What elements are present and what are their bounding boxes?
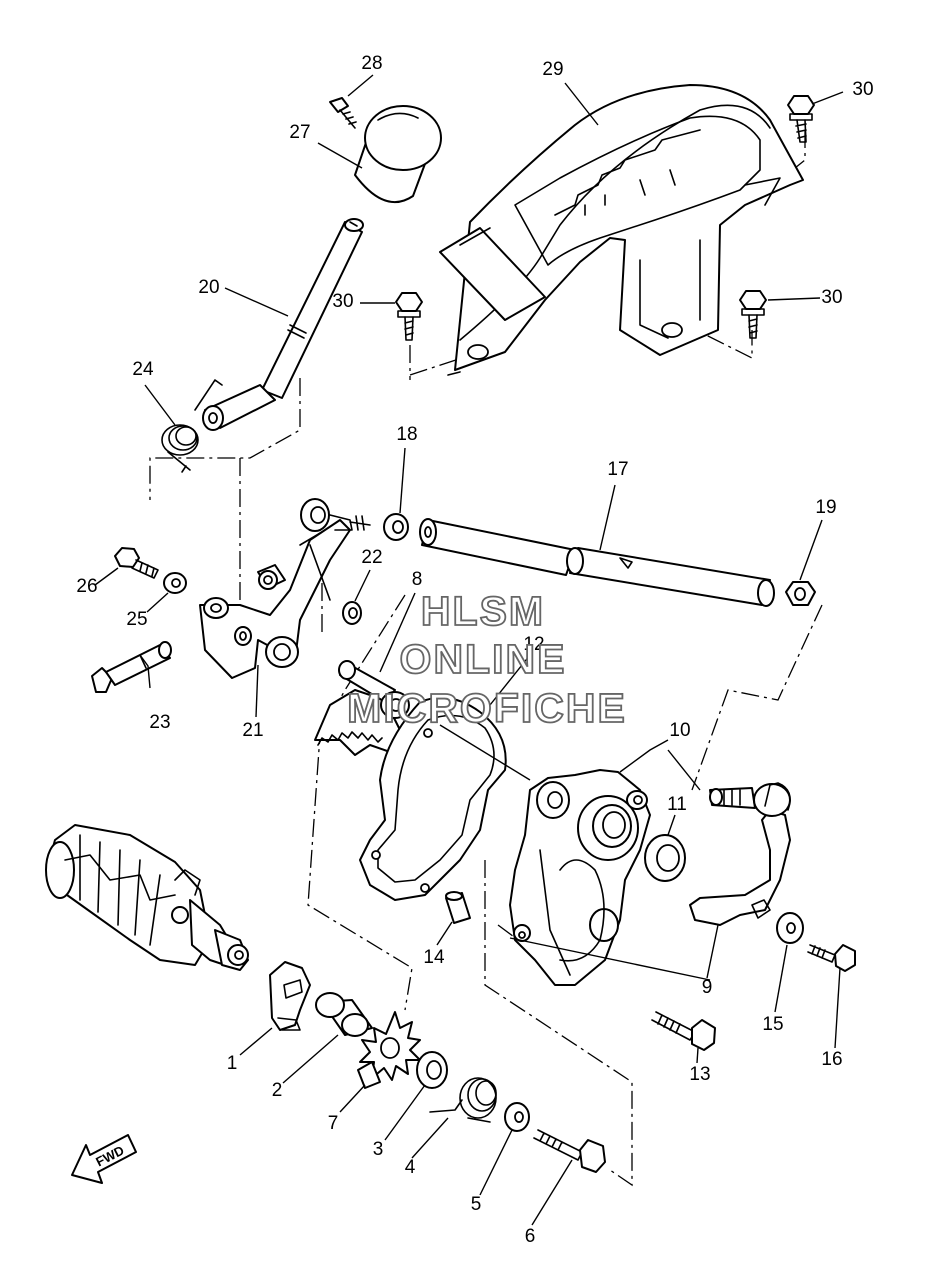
callout-9[interactable]: 9 [702,977,713,998]
part-9-lever-arm[interactable] [689,782,791,926]
part-16-bolt[interactable] [807,944,856,972]
part-30-bolt-left[interactable] [395,292,423,341]
part-12-gasket[interactable] [359,696,507,901]
callout-28[interactable]: 28 [361,53,382,74]
callout-3[interactable]: 3 [373,1139,384,1160]
part-19-nut[interactable] [785,581,816,606]
callout-16[interactable]: 16 [821,1049,842,1070]
callout-17[interactable]: 17 [607,459,628,480]
callout-8[interactable]: 8 [412,569,423,590]
callout-26[interactable]: 26 [76,576,97,597]
part-1-plate[interactable] [269,961,311,1031]
watermark: HLSM ONLINE MICROFICHE [346,587,627,732]
watermark-line-2: ONLINE [400,636,567,682]
callout-18[interactable]: 18 [396,424,417,445]
callout-30-left[interactable]: 30 [332,291,353,312]
part-23-bolt[interactable] [91,641,172,693]
part-17-shaft[interactable] [419,518,775,607]
leader-lines [94,74,844,1226]
callout-30-right[interactable]: 30 [821,287,842,308]
part-24-spring[interactable] [161,379,223,473]
callout-12[interactable]: 12 [523,634,544,655]
part-10-housing[interactable] [509,769,651,986]
part-21-shift-lever[interactable] [199,498,371,679]
callout-20[interactable]: 20 [198,277,219,298]
part-29-shift-cover[interactable] [439,84,804,376]
part-15-washer[interactable] [776,912,804,944]
part-7-star-wheel[interactable] [357,1011,421,1089]
callout-23[interactable]: 23 [149,712,170,733]
forward-arrow-icon: FWD [71,1134,137,1184]
part-18-collar[interactable] [383,513,409,541]
callout-10[interactable]: 10 [669,720,690,741]
callout-29[interactable]: 29 [542,59,563,80]
watermark-line-1: HLSM [421,588,545,634]
callout-7[interactable]: 7 [328,1113,339,1134]
callout-4[interactable]: 4 [405,1157,416,1178]
part-26-bolt[interactable] [114,547,159,579]
shift-drum [45,824,249,971]
part-22-washer[interactable] [342,601,362,625]
part-2-collar[interactable] [315,992,373,1037]
callout-30-top[interactable]: 30 [852,79,873,100]
callout-19[interactable]: 19 [815,497,836,518]
callout-2[interactable]: 2 [272,1080,283,1101]
watermark-line-3: MICROFICHE [347,685,627,731]
part-5-washer[interactable] [504,1102,530,1132]
callout-14[interactable]: 14 [423,947,445,968]
callout-15[interactable]: 15 [762,1014,783,1035]
part-8-shift-shaft[interactable] [314,660,410,756]
part-30-bolt-right[interactable] [739,290,767,339]
callout-27[interactable]: 27 [289,122,310,143]
part-14-dowel[interactable] [445,891,471,924]
callout-24[interactable]: 24 [132,359,154,380]
part-13-bolt[interactable] [651,1011,716,1051]
part-27-shift-knob[interactable] [354,105,442,204]
callout-25[interactable]: 25 [126,609,147,630]
part-20-shift-rod[interactable] [202,218,364,431]
part-3-washer[interactable] [416,1051,448,1089]
part-25-washer[interactable] [163,572,187,594]
callout-1[interactable]: 1 [227,1053,238,1074]
part-30-bolt-top[interactable] [787,95,815,143]
callout-21[interactable]: 21 [242,720,263,741]
part-28-screw[interactable] [329,97,357,129]
part-6-bolt[interactable] [533,1129,606,1173]
callout-13[interactable]: 13 [689,1064,710,1085]
callout-11[interactable]: 11 [667,794,687,815]
callout-22[interactable]: 22 [361,547,382,568]
callout-numbers: 28 27 29 30 30 30 20 24 18 17 19 22 26 2… [76,53,873,1247]
part-4-spring[interactable] [429,1077,497,1123]
part-11-seal[interactable] [644,834,686,882]
callout-5[interactable]: 5 [471,1194,482,1215]
callout-6[interactable]: 6 [525,1226,536,1247]
